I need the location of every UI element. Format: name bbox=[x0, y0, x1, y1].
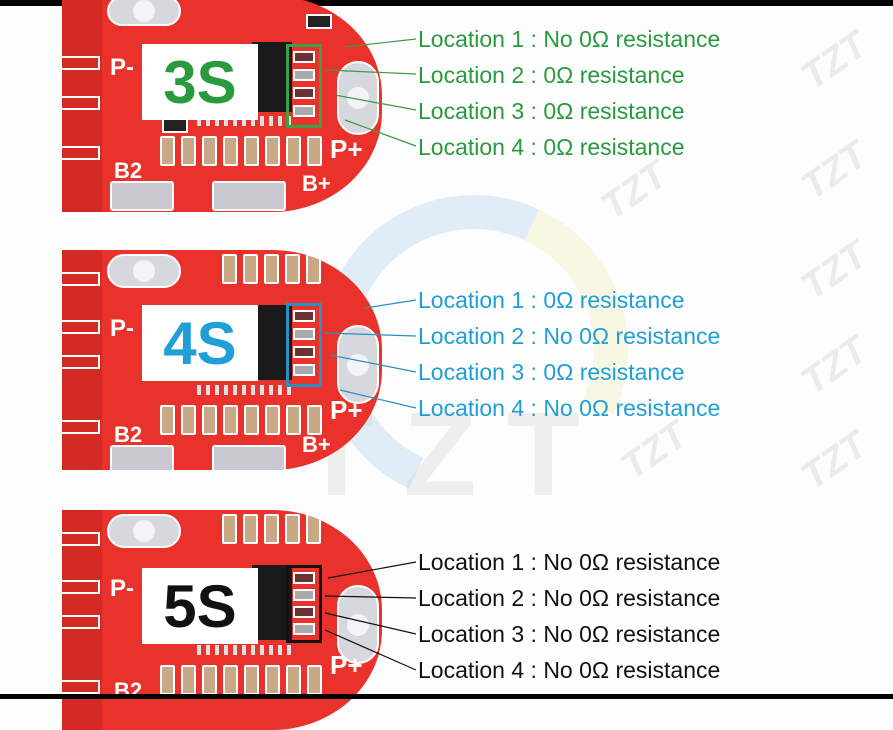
ic-pins bbox=[197, 116, 292, 126]
silk-p-minus: P- bbox=[110, 315, 134, 342]
pcb-edge-slot bbox=[62, 320, 100, 334]
resistor-location-box bbox=[286, 44, 322, 128]
resistor-location-box bbox=[286, 565, 322, 643]
pcb-edge-slot bbox=[62, 680, 100, 694]
silk-b2: B2 bbox=[114, 422, 143, 447]
capacitor-row bbox=[160, 665, 322, 695]
annotation-location-1: Location 1 : No 0Ω resistance bbox=[418, 549, 721, 575]
silk-b2: B2 bbox=[114, 158, 143, 183]
annotation-location-4: Location 4 : No 0Ω resistance bbox=[418, 395, 721, 421]
p-plus-pad bbox=[337, 325, 379, 404]
watermark-stamp: TZT bbox=[793, 328, 876, 404]
capacitor-row bbox=[222, 254, 321, 284]
resistor bbox=[162, 118, 188, 133]
silk-p-plus: P+ bbox=[330, 134, 363, 164]
annotation-location-1: Location 1 : No 0Ω resistance bbox=[418, 26, 721, 52]
pcb-board-4s: P- P+ B2 B+ 4S bbox=[62, 250, 382, 470]
pcb-edge-slot bbox=[62, 96, 100, 110]
pcb-edge-slot bbox=[62, 580, 100, 594]
silk-b-plus: B+ bbox=[302, 432, 331, 457]
watermark-stamp: TZT bbox=[793, 423, 876, 499]
b2-pad bbox=[110, 181, 174, 211]
pcb-edge-slot bbox=[62, 146, 100, 160]
bottom-border bbox=[0, 694, 893, 699]
silk-b2: B2 bbox=[114, 678, 143, 703]
config-label-box: 3S bbox=[142, 44, 258, 120]
watermark-stamp: TZT bbox=[793, 23, 876, 99]
silk-p-minus: P- bbox=[110, 575, 134, 602]
b2-pad bbox=[110, 445, 174, 470]
pcb-edge-slot bbox=[62, 420, 100, 434]
pcb-edge-slot bbox=[62, 272, 100, 286]
annotation-location-3: Location 3 : No 0Ω resistance bbox=[418, 621, 721, 647]
capacitor-row bbox=[160, 136, 322, 166]
b-plus-pad bbox=[212, 181, 286, 211]
watermark-stamp: TZT bbox=[613, 413, 696, 489]
config-label-4s: 4S bbox=[163, 309, 237, 377]
annotation-location-2: Location 2 : No 0Ω resistance bbox=[418, 323, 721, 349]
annotation-location-3: Location 3 : 0Ω resistance bbox=[418, 98, 685, 124]
pcb-body: P- P+ B2 B+ bbox=[62, 0, 382, 212]
annotation-location-4: Location 4 : 0Ω resistance bbox=[418, 134, 685, 160]
pcb-edge-slot bbox=[62, 615, 100, 629]
resistor bbox=[306, 14, 332, 29]
config-label-box: 5S bbox=[142, 568, 258, 644]
config-label-3s: 3S bbox=[163, 48, 237, 116]
ic-pins bbox=[197, 645, 292, 655]
watermark-stamp: TZT bbox=[793, 233, 876, 309]
silk-p-minus: P- bbox=[110, 54, 134, 81]
b-plus-pad bbox=[212, 445, 286, 470]
pcb-edge-slot bbox=[62, 56, 100, 70]
annotation-location-2: Location 2 : 0Ω resistance bbox=[418, 62, 685, 88]
silk-b-plus: B+ bbox=[302, 171, 331, 196]
top-border bbox=[0, 0, 893, 6]
p-plus-pad bbox=[337, 61, 379, 135]
ic-chip bbox=[252, 565, 292, 640]
config-label-box: 4S bbox=[142, 305, 258, 381]
pcb-board-5s: P- P+ B2 5S bbox=[62, 510, 382, 730]
silk-p-plus: P+ bbox=[330, 395, 363, 425]
annotation-location-2: Location 2 : No 0Ω resistance bbox=[418, 585, 721, 611]
resistor-location-box bbox=[286, 303, 322, 387]
mounting-hole bbox=[107, 514, 181, 548]
pcb-edge-slot bbox=[62, 532, 100, 546]
annotation-location-4: Location 4 : No 0Ω resistance bbox=[418, 657, 721, 683]
mounting-hole bbox=[107, 0, 181, 26]
silk-p-plus: P+ bbox=[330, 650, 363, 680]
pcb-edge-slot bbox=[62, 355, 100, 369]
watermark-stamp: TZT bbox=[593, 153, 676, 229]
ic-chip bbox=[252, 42, 292, 112]
ic-pins bbox=[197, 385, 292, 395]
capacitor-row bbox=[222, 514, 321, 544]
annotation-location-3: Location 3 : 0Ω resistance bbox=[418, 359, 685, 385]
capacitor-row bbox=[160, 405, 322, 435]
pcb-board-3s: P- P+ B2 B+ 3S bbox=[62, 0, 382, 212]
watermark-stamp: TZT bbox=[793, 133, 876, 209]
ic-chip bbox=[252, 305, 292, 380]
mounting-hole bbox=[107, 254, 181, 288]
config-label-5s: 5S bbox=[163, 572, 237, 640]
annotation-location-1: Location 1 : 0Ω resistance bbox=[418, 287, 685, 313]
